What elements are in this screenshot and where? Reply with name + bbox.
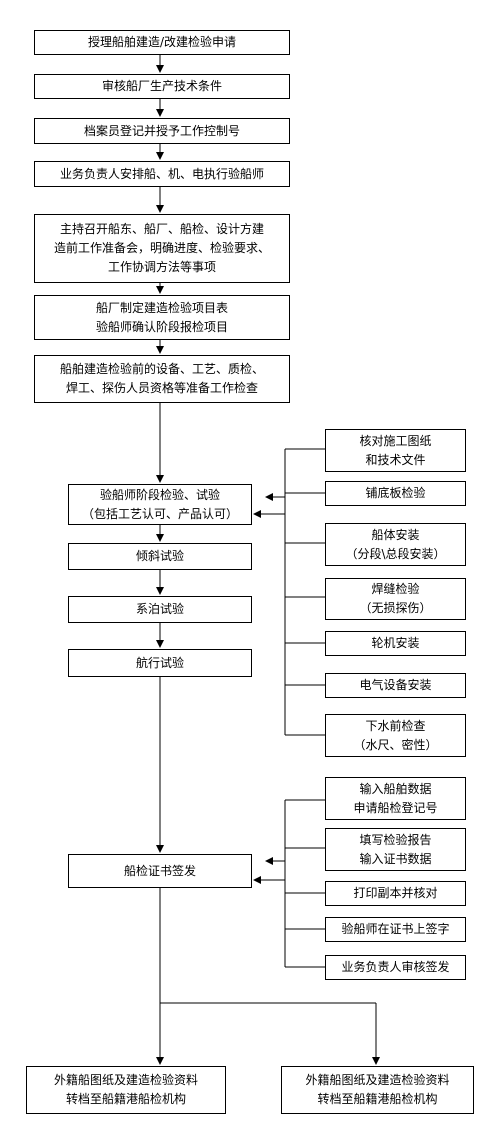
step-review-shipyard: 审核船厂生产技术条件 [34,74,290,99]
step-assign-surveyors: 业务负责人安排船、机、电执行验船师 [34,161,290,187]
step-preparation-meeting: 主持召开船东、船厂、船检、设计方建 造前工作准备会，明确进度、检验要求、 工作协… [34,214,290,283]
step-sea-trial: 航行试验 [68,649,252,677]
item-electrical-installation: 电气设备安装 [325,673,466,698]
archive-transfer-right: 外籍船图纸及建造检验资料 转档至船籍港船检机构 [281,1066,474,1114]
step-inclining-test: 倾斜试验 [68,543,252,570]
item-bottom-plate-inspection: 铺底板检验 [325,481,466,506]
item-hull-installation: 船体安装 （分段\总段安装） [325,523,466,566]
step-accept-application: 授理船舶建造/改建检验申请 [34,30,290,55]
item-check-drawings: 核对施工图纸 和技术文件 [325,429,466,472]
cert-print-copy: 打印副本并核对 [325,881,466,906]
step-preparation-check: 船舶建造检验前的设备、工艺、质检、 焊工、探伤人员资格等准备工作检查 [34,355,290,403]
cert-surveyor-sign: 验船师在证书上签字 [325,917,466,942]
archive-transfer-left: 外籍船图纸及建造检验资料 转档至船籍港船检机构 [26,1066,226,1114]
item-machinery-installation: 轮机安装 [325,631,466,656]
step-mooring-test: 系泊试验 [68,596,252,623]
item-weld-inspection: 焊缝检验 （无损探伤） [325,578,466,620]
step-archive-registration: 档案员登记并授予工作控制号 [34,118,290,144]
step-certificate-issue: 船检证书签发 [68,854,252,888]
step-stage-inspection: 验船师阶段检验、试验 （包括工艺认可、产品认可） [68,484,252,525]
step-inspection-items-table: 船厂制定建造检验项目表 验船师确认阶段报检项目 [34,295,290,340]
cert-manager-approve: 业务负责人审核签发 [325,955,466,980]
cert-input-ship-data: 输入船舶数据 申请船检登记号 [325,777,466,820]
item-prelaunch-check: 下水前检查 （水尺、密性） [325,714,466,757]
cert-fill-report: 填写检验报告 输入证书数据 [325,828,466,871]
